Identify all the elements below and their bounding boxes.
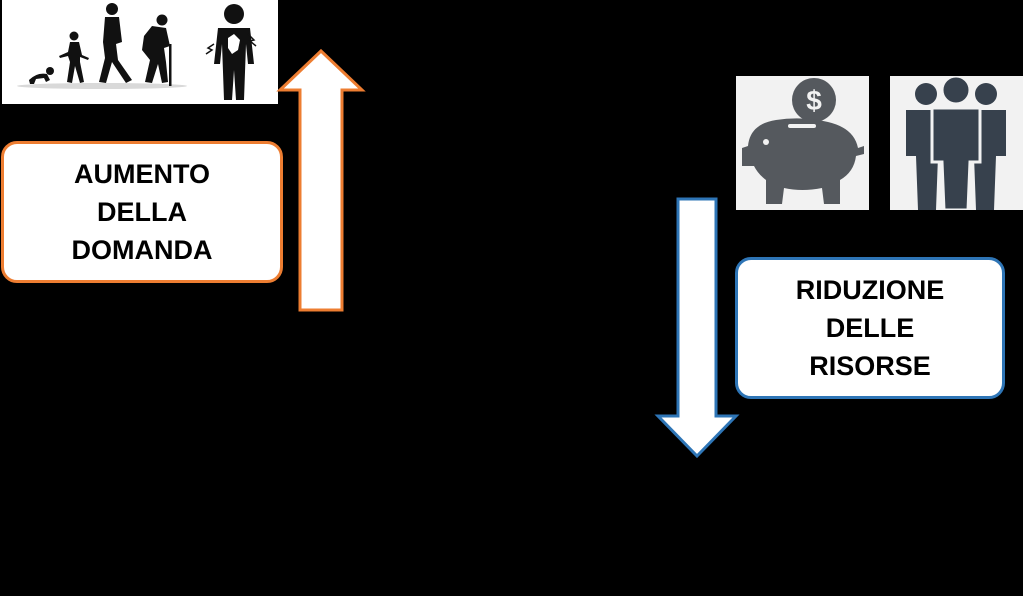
demand-label-line-2: DELLA [97, 197, 187, 227]
resources-reduction-box: RIDUZIONE DELLE RISORSE [735, 257, 1005, 399]
demand-increase-box: AUMENTO DELLA DOMANDA [1, 141, 283, 283]
resources-label-line-1: RIDUZIONE [795, 275, 945, 305]
piggy-bank-dollar-icon: $ [736, 76, 869, 210]
arrow-down-icon [654, 196, 740, 465]
demand-label-line-3: DOMANDA [71, 235, 213, 265]
resources-label-line-3: RISORSE [809, 351, 931, 381]
human-aging-evolution-icon [2, 0, 278, 104]
demand-label-line-1: AUMENTO [73, 159, 210, 189]
people-group-icon [890, 76, 1023, 210]
resources-label-line-2: DELLE [825, 313, 915, 343]
dollar-sign: $ [806, 85, 822, 116]
arrow-up-icon [276, 48, 366, 319]
